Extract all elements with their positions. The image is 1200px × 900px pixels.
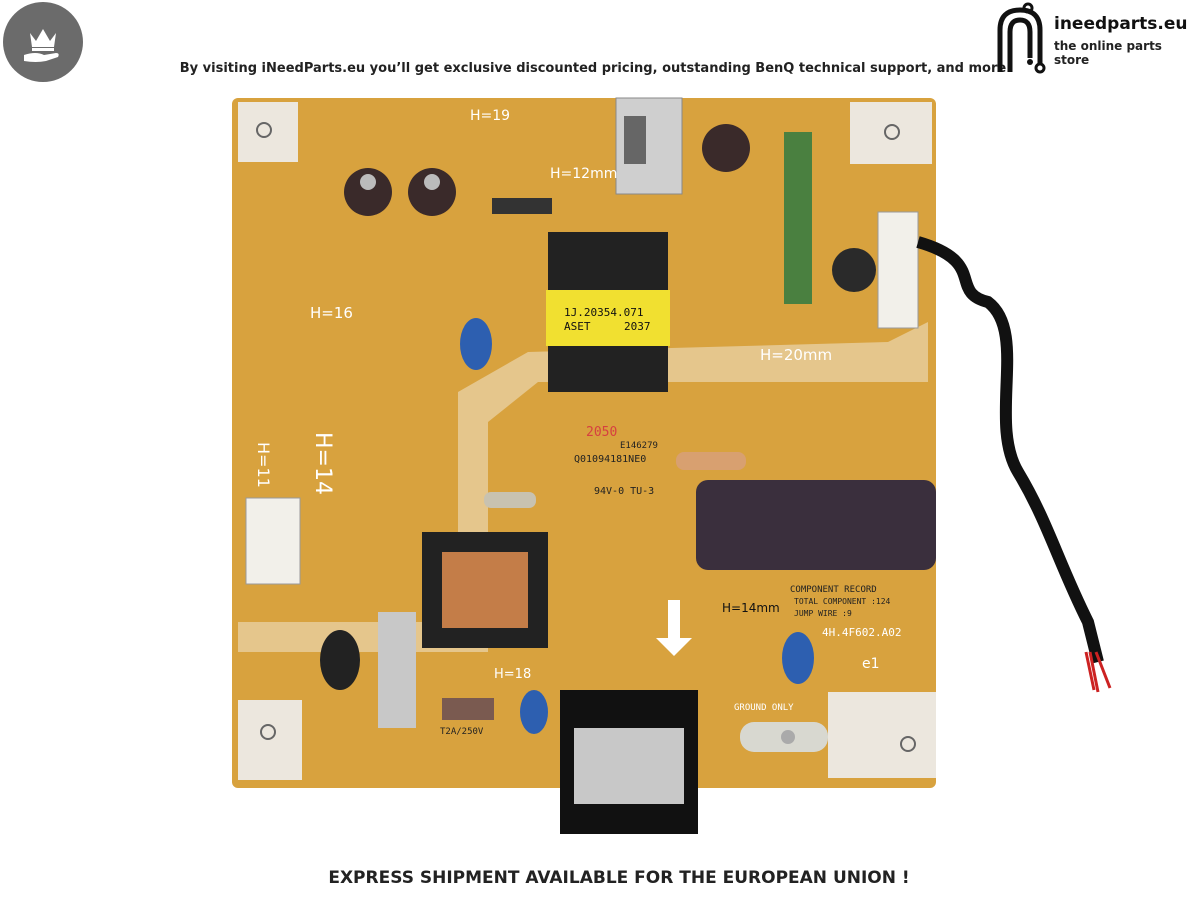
connector	[245, 497, 301, 585]
pcb-code: Q01094181NE0	[574, 454, 646, 465]
varistor	[320, 630, 360, 690]
resistor	[676, 452, 746, 470]
total-component: TOTAL COMPONENT :124	[794, 597, 891, 606]
bulk-capacitor	[696, 480, 936, 570]
corner-pad	[828, 692, 936, 778]
date-code: 2050	[586, 425, 617, 440]
brand-tagline: the online parts store	[1054, 39, 1162, 67]
capacitor	[702, 124, 750, 172]
rating: 94V-0 TU-3	[594, 486, 654, 497]
corner-pad	[238, 102, 298, 162]
h11-marking: H=11	[254, 442, 273, 488]
h18-marking: H=18	[494, 667, 531, 682]
resistor	[484, 492, 536, 508]
crown-badge	[3, 2, 83, 82]
h19-marking: H=19	[470, 108, 510, 124]
small-board	[784, 132, 812, 304]
board-part: 4H.4F602.A02	[822, 626, 901, 639]
diode	[492, 198, 552, 214]
h12-marking: H=12mm	[550, 166, 617, 182]
h14-marking: H=14	[310, 432, 335, 495]
capacitor	[408, 168, 456, 216]
h16-marking: H=16	[310, 304, 353, 322]
jump-wire: JUMP WIRE :9	[794, 609, 852, 618]
product-photo: 1J.20354.071 ASET 2037 H=19 H=12mm H=20m…	[232, 97, 1112, 834]
ul-code: E146279	[620, 441, 658, 451]
connector	[877, 211, 919, 329]
shipping-banner: EXPRESS SHIPMENT AVAILABLE FOR THE EUROP…	[328, 868, 910, 888]
transformer-label	[546, 290, 670, 346]
y-capacitor	[520, 690, 548, 734]
capacitor	[344, 168, 392, 216]
brand-name: ineedparts.eu	[1054, 14, 1188, 34]
h14mm-marking: H=14mm	[722, 601, 780, 615]
cable	[916, 236, 1104, 664]
y-capacitor	[782, 632, 814, 684]
fuse	[442, 698, 494, 720]
ground-only-label: GROUND ONLY	[734, 703, 794, 713]
promo-text: By visiting iNeedParts.eu you’ll get exc…	[179, 61, 1007, 76]
transformer-label-3: 2037	[624, 320, 651, 333]
corner-pad	[850, 102, 932, 164]
transformer-label-2: ASET	[564, 320, 591, 333]
fuse-rating: T2A/250V	[440, 727, 484, 737]
e1-mark: e1	[862, 656, 880, 672]
brand-logo[interactable]: ineedparts.eu the online parts store	[994, 2, 1194, 78]
x-capacitor	[378, 612, 416, 728]
corner-pad	[238, 700, 302, 780]
circuit-n-logo-icon	[997, 2, 1046, 74]
h20-marking: H=20mm	[760, 346, 832, 364]
component-record: COMPONENT RECORD	[790, 585, 877, 595]
y-capacitor	[460, 318, 492, 370]
transformer-label-1: 1J.20354.071	[564, 306, 643, 319]
capacitor	[832, 248, 876, 292]
crown-hand-icon	[24, 29, 59, 62]
